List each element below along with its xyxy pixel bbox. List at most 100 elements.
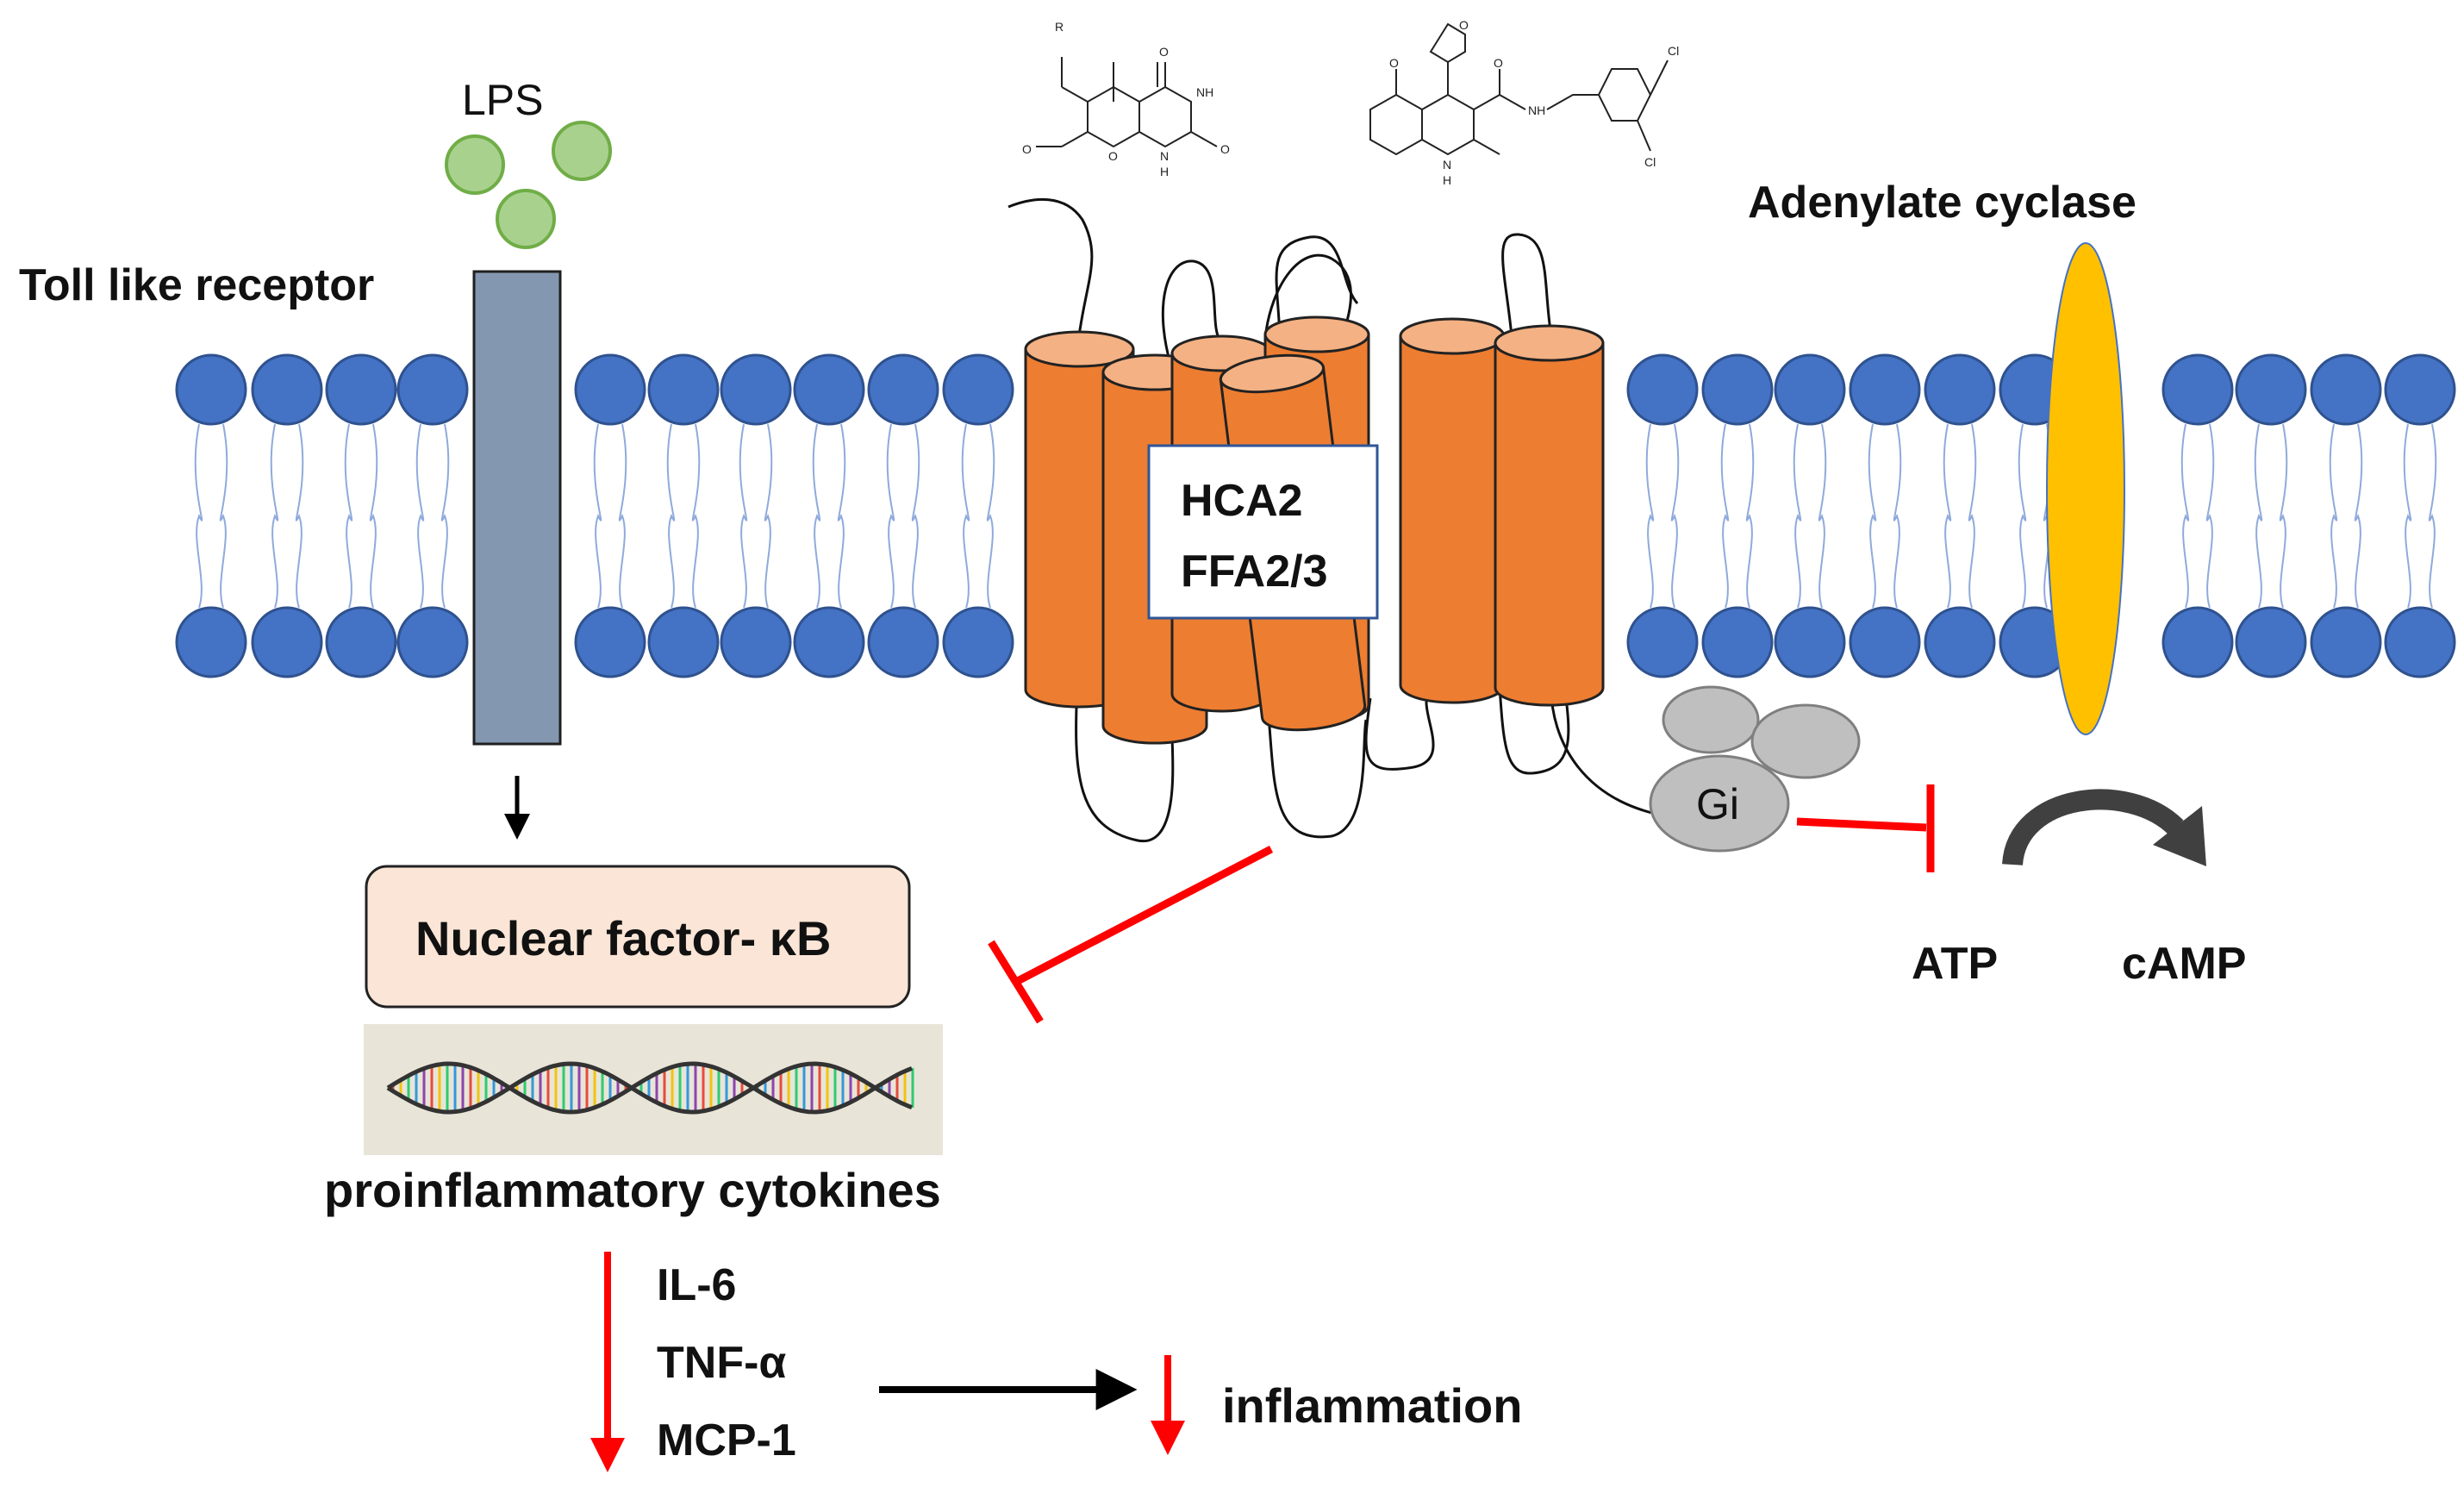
- gi-inhibition-line: [1796, 817, 1927, 832]
- lipid-tail: [1868, 423, 1902, 609]
- chem1-h: H: [1160, 165, 1169, 178]
- gi-label: Gi: [1696, 780, 1739, 828]
- chemical-structure-1-labels: R O NH O O N H O: [1022, 20, 1230, 178]
- adenylate-cyclase-shape: [2046, 242, 2125, 735]
- gpcr-loops: [1007, 197, 1690, 842]
- lipid-head: [720, 353, 792, 426]
- chem1-o-left: O: [1022, 142, 1032, 156]
- nfkb-label: Nuclear factor- κB: [415, 911, 831, 965]
- lipid-head: [793, 606, 865, 678]
- atp-label: ATP: [1912, 939, 1998, 989]
- lipid-tail: [2329, 423, 2363, 609]
- mcp1-label: MCP-1: [657, 1415, 796, 1465]
- dna-strand: [386, 1061, 913, 1115]
- chem1-o-ring: O: [1108, 149, 1118, 163]
- lipid-head: [1774, 353, 1846, 426]
- transmembrane-helix: [1399, 317, 1506, 704]
- chem2-o-amide: O: [1494, 56, 1503, 70]
- chem2-cl-bottom: Cl: [1644, 155, 1656, 169]
- chem1-r: R: [1055, 20, 1064, 34]
- lipid-head: [396, 606, 469, 678]
- lipid-tails: [194, 423, 2437, 609]
- chemical-structure-2: [1369, 22, 1669, 156]
- chem2-o-ketone: O: [1389, 56, 1399, 70]
- lipid-head: [2161, 353, 2234, 426]
- lipid-head: [2384, 353, 2456, 426]
- atp-to-camp-arrow: [2002, 789, 2184, 866]
- lipid-head: [251, 353, 323, 426]
- chem2-cl-top: Cl: [1668, 44, 1679, 58]
- lipid-head: [1701, 606, 1774, 678]
- lipid-head: [325, 606, 397, 678]
- dna-strand: [386, 1061, 913, 1115]
- lipid-tail: [1793, 423, 1827, 609]
- proinflammatory-cytokines-label: proinflammatory cytokines: [324, 1163, 941, 1217]
- lipid-head: [2235, 353, 2307, 426]
- lipid-head: [1849, 606, 1921, 678]
- camp-label: cAMP: [2122, 939, 2246, 989]
- chem1-nh: NH: [1196, 85, 1213, 99]
- lipid-head: [325, 353, 397, 426]
- lipid-head: [647, 606, 720, 678]
- inflammation-label: inflammation: [1222, 1378, 1522, 1433]
- lipid-tail: [812, 423, 846, 609]
- ffa-label: FFA2/3: [1181, 547, 1328, 597]
- lipid-head: [1701, 353, 1774, 426]
- lipid-tail: [194, 423, 228, 609]
- toll-like-receptor-shape: [472, 270, 562, 746]
- lps-molecule-2: [552, 121, 612, 181]
- dna-icon: [386, 1061, 914, 1115]
- chem2-o-furan: O: [1459, 18, 1469, 32]
- lipid-tail: [1720, 423, 1755, 609]
- g-protein-subunit-right: [1750, 703, 1861, 779]
- lipid-head: [1924, 353, 1996, 426]
- lipid-tail: [886, 423, 920, 609]
- lipid-head: [251, 606, 323, 678]
- lipid-tail: [2254, 423, 2288, 609]
- lipid-tail: [2180, 423, 2215, 609]
- lipid-tail: [666, 423, 701, 609]
- lipid-head: [2310, 606, 2382, 678]
- atp-to-camp-arrowhead: [2153, 806, 2206, 866]
- lipid-head: [720, 606, 792, 678]
- lipid-head: [2161, 606, 2234, 678]
- lipid-tail: [1943, 423, 1977, 609]
- chemical-structure-1: [1036, 57, 1218, 148]
- chem1-o-top: O: [1159, 45, 1169, 59]
- lipid-head: [1924, 606, 1996, 678]
- lipid-heads: [175, 353, 2456, 678]
- lipid-head: [2384, 606, 2456, 678]
- lipid-head: [942, 353, 1014, 426]
- lipid-tail: [415, 423, 450, 609]
- lipid-head: [2235, 606, 2307, 678]
- lps-molecule-3: [496, 189, 556, 249]
- chem2-n: N: [1443, 158, 1451, 172]
- lipid-tail: [270, 423, 304, 609]
- lipid-head: [647, 353, 720, 426]
- lipid-tail: [961, 423, 995, 609]
- lipid-head: [396, 353, 469, 426]
- toll-like-receptor-label: Toll like receptor: [19, 260, 374, 310]
- lipid-head: [867, 353, 939, 426]
- receptor-label-box: [1147, 444, 1379, 620]
- lipid-head: [867, 606, 939, 678]
- lipid-head: [1849, 353, 1921, 426]
- lipid-head: [793, 353, 865, 426]
- transmembrane-helix: [1494, 324, 1605, 707]
- lps-label: LPS: [462, 76, 544, 124]
- lipid-tail: [344, 423, 378, 609]
- il6-label: IL-6: [657, 1260, 736, 1310]
- lipid-head: [175, 606, 247, 678]
- lps-molecule-1: [445, 134, 505, 195]
- nfkb-box: [365, 865, 911, 1009]
- lipid-tail: [593, 423, 627, 609]
- lipid-tail: [1645, 423, 1680, 609]
- adenylate-cyclase-label: Adenylate cyclase: [1748, 178, 2137, 228]
- lipid-head: [2310, 353, 2382, 426]
- receptor-inhibition-line: [1012, 846, 1274, 986]
- chem1-n: N: [1160, 149, 1169, 163]
- hca2-label: HCA2: [1181, 476, 1303, 526]
- lipid-head: [574, 353, 646, 426]
- chem1-o-right: O: [1220, 142, 1230, 156]
